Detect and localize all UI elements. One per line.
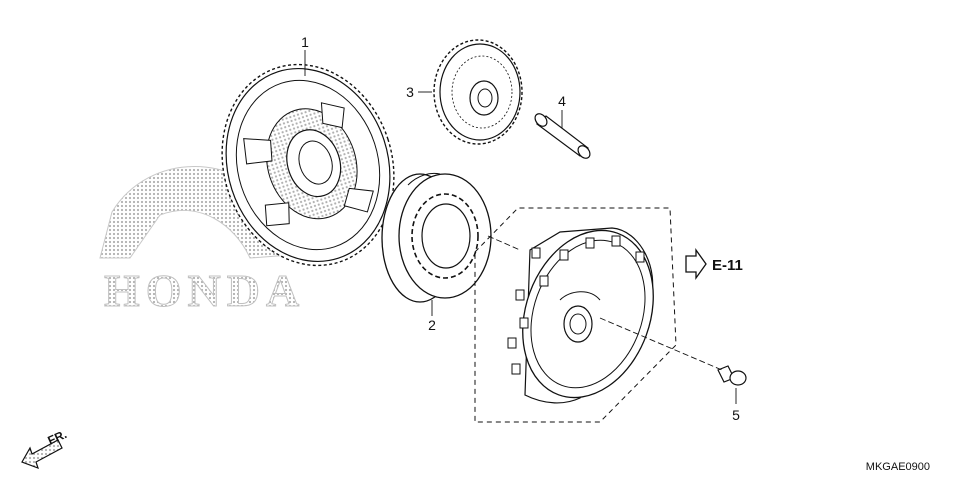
reduction-gear-shaft xyxy=(534,113,591,159)
starter-one-way-clutch xyxy=(381,172,492,303)
reference-label[interactable]: E-11 xyxy=(712,257,743,274)
honda-wordmark: HONDA xyxy=(104,265,305,316)
callout-4: 4 xyxy=(558,93,566,109)
flywheel-rotor xyxy=(507,227,654,404)
flywheel-bolt xyxy=(717,365,747,386)
starter-driven-gear xyxy=(221,63,395,267)
callout-2: 2 xyxy=(428,317,436,333)
callout-5: 5 xyxy=(732,407,740,423)
reference-arrow-icon xyxy=(685,247,707,281)
callout-1: 1 xyxy=(301,34,309,50)
front-direction-label: FR. xyxy=(46,427,69,448)
leader-lines xyxy=(304,50,737,404)
callout-3: 3 xyxy=(406,84,414,100)
diagram-code: MKGAE0900 xyxy=(866,461,930,473)
front-direction-arrow-icon xyxy=(21,439,63,470)
starter-reduction-gear xyxy=(433,39,523,145)
